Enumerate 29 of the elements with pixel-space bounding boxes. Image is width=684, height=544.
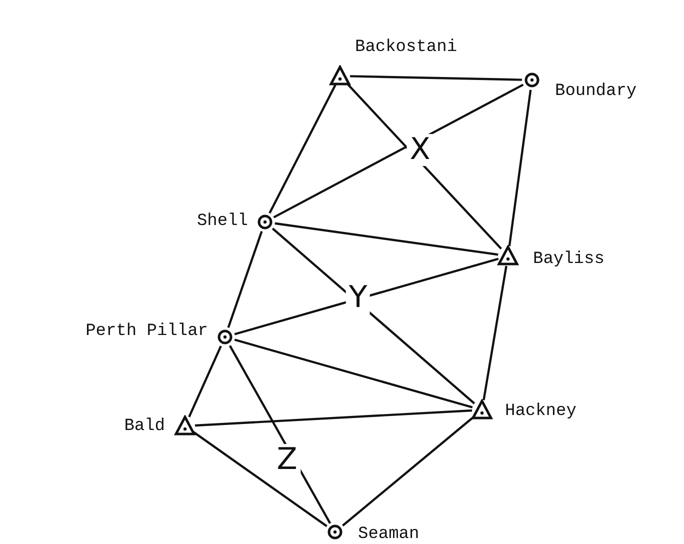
station-name: Seaman [358,525,420,544]
survey-line [234,258,499,336]
quadrilateral-letter: Y [346,282,370,314]
survey-line [346,82,502,250]
station-name: Backostani [355,38,458,58]
survey-line [508,90,532,246]
quadrilateral-letter: X [406,134,434,166]
survey-line [482,266,508,400]
survey-line [192,430,328,528]
survey-line [188,346,222,418]
station-name: Hackney [505,402,576,422]
survey-line [227,231,263,328]
survey-line [272,228,476,404]
station-name: Boundary [555,82,637,102]
triangulation-station-icon [471,399,493,421]
station-name: Bayliss [533,250,604,270]
survey-line [350,75,522,81]
survey-line [273,84,524,218]
triangulation-station-icon [174,415,196,437]
station-name: Shell [196,212,248,232]
triangulation-station-icon [329,65,351,87]
survey-line [268,84,336,214]
survey-line [194,409,472,427]
survey-line [342,416,475,526]
triangulation-station-icon [497,245,519,267]
survey-line [274,222,498,256]
station-name: Bald [124,417,165,437]
station-name: Perth Pillar [86,322,208,342]
survey-line [234,338,473,408]
